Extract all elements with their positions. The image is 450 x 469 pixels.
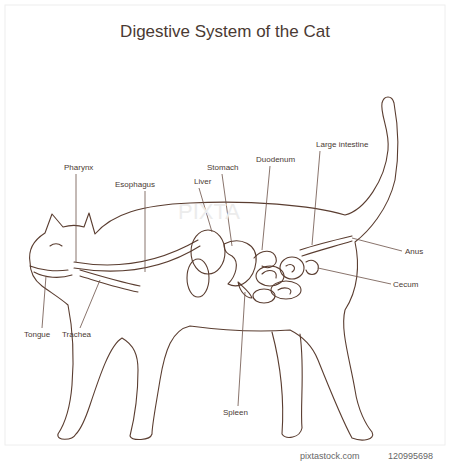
leader-line: [262, 166, 270, 250]
small-intestine-coil: [253, 289, 275, 303]
leader-line: [42, 276, 46, 328]
watermark: pixtastock.com: [300, 451, 360, 462]
watermark: 120995698: [388, 451, 433, 462]
leader-line: [80, 280, 100, 328]
part-label: Trachea: [62, 330, 91, 340]
part-label: Esophagus: [115, 180, 155, 190]
mouth: [30, 266, 68, 271]
large-intestine: [300, 236, 352, 256]
leader-line: [145, 191, 146, 272]
small-intestine-loop: [262, 265, 294, 294]
part-label: Duodenum: [256, 155, 295, 165]
leader-line: [238, 292, 245, 406]
diagram-title: Digestive System of the Cat: [0, 22, 450, 42]
leader-line: [76, 174, 77, 262]
liver-lobe: [191, 230, 225, 274]
hind-leg-far: [272, 332, 302, 437]
trachea: [80, 270, 140, 292]
leader-line: [312, 151, 320, 245]
part-label: Large intestine: [316, 140, 368, 150]
esophagus: [74, 240, 200, 271]
frame: [5, 5, 445, 445]
small-intestine-coil: [280, 257, 304, 279]
leader-line: [352, 238, 402, 251]
leader-line: [318, 268, 391, 284]
liver-lobe: [187, 259, 209, 297]
part-label: Spleen: [223, 408, 248, 418]
stomach: [224, 241, 256, 286]
part-label: Anus: [405, 247, 423, 257]
part-label: Liver: [194, 177, 211, 187]
eye: [50, 244, 62, 246]
part-label: Cecum: [393, 280, 418, 290]
part-label: Stomach: [207, 163, 239, 173]
part-label: Pharynx: [64, 163, 93, 173]
duodenum: [254, 251, 276, 267]
tongue: [34, 272, 72, 277]
cat-outline: [30, 97, 398, 440]
watermark: PIXTA: [178, 200, 240, 224]
cecum: [306, 260, 318, 274]
part-label: Tongue: [24, 330, 50, 340]
